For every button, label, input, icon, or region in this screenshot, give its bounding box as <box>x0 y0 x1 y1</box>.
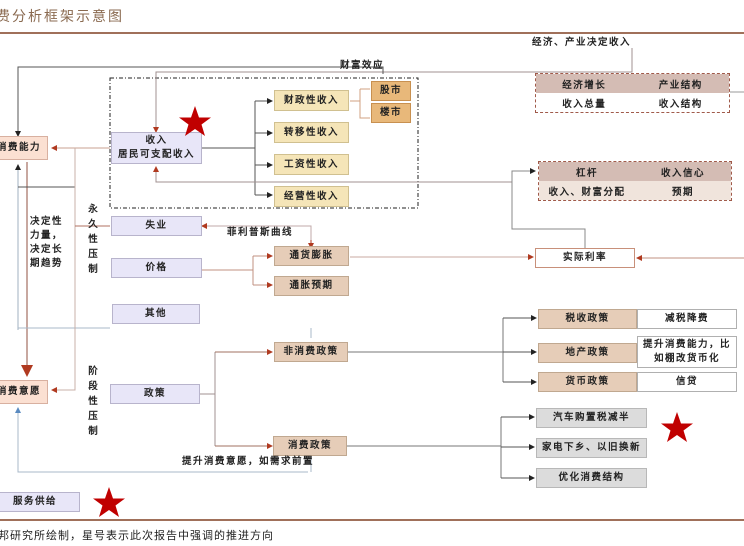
cell-economic-growth: 经济增长 <box>562 79 607 91</box>
node-unemployment: 失业 <box>111 216 202 236</box>
page-title: 费分析框架示意图 <box>0 9 124 25</box>
label-decisive-force: 决定性 力量， 决定长 期趋势 <box>30 215 70 271</box>
label-wealth-effect: 财富效应 <box>340 60 385 71</box>
node-other: 其他 <box>112 304 200 324</box>
node-transfer-income: 转移性收入 <box>274 122 349 143</box>
star-icon <box>179 106 211 136</box>
node-tax-cut: 减税降费 <box>637 309 737 329</box>
node-tax-policy: 税收政策 <box>538 309 637 329</box>
node-consumption-policy: 消费政策 <box>273 436 347 456</box>
cell-income-confidence: 收入信心 <box>660 167 705 179</box>
shantytown-line2: 如棚改货币化 <box>653 353 720 364</box>
bottom-rule <box>0 519 744 521</box>
line-top-ability <box>15 66 384 137</box>
node-car-tax: 汽车购置税减半 <box>536 408 647 428</box>
decisive-line: 期趋势 <box>30 258 64 269</box>
income-line1: 收入 <box>145 135 168 146</box>
table-leverage: 杠杆 收入信心 收入、财富分配 预期 <box>538 161 732 201</box>
label-economy-determines-income: 经济、产业决定收入 <box>532 37 632 48</box>
label-phillips-curve: 菲利普斯曲线 <box>227 227 294 238</box>
label-boost-willingness: 提升消费意愿，如需求前置 <box>182 456 315 467</box>
node-policy: 政策 <box>110 384 200 404</box>
cell-expectation: 预期 <box>671 186 694 198</box>
cell-income-structure: 收入结构 <box>658 98 703 110</box>
table-economy: 经济增长 产业结构 收入总量 收入结构 <box>535 73 730 113</box>
node-optimize-structure: 优化消费结构 <box>536 468 647 488</box>
decisive-line: 力量， <box>30 230 64 241</box>
node-business-income: 经营性收入 <box>274 186 349 207</box>
star-icon <box>93 487 125 517</box>
node-inflation: 通货膨胀 <box>274 246 349 266</box>
node-fiscal-income: 财政性收入 <box>274 90 349 111</box>
node-service-supply: 服务供给 <box>0 492 80 512</box>
vchar: 段 <box>88 381 98 392</box>
node-credit: 信贷 <box>637 372 737 392</box>
node-consumption-willingness: 消费意愿 <box>0 380 48 404</box>
node-wage-income: 工资性收入 <box>274 154 349 175</box>
cell-income-total: 收入总量 <box>562 98 607 110</box>
vchar: 制 <box>88 264 98 275</box>
node-stock-market: 股市 <box>371 81 411 101</box>
top-rule <box>0 32 744 34</box>
node-shantytown: 提升消费能力，比 如棚改货币化 <box>637 336 737 368</box>
footnote: 邦研究所绘制，星号表示此次报告中强调的推进方向 <box>0 529 274 542</box>
star-icon <box>661 412 693 442</box>
decisive-line: 决定长 <box>30 244 64 255</box>
node-real-interest-rate: 实际利率 <box>535 248 635 268</box>
shantytown-line1: 提升消费能力，比 <box>642 339 731 350</box>
node-consumption-ability: 消费能力 <box>0 136 48 160</box>
cell-leverage: 杠杆 <box>575 167 598 179</box>
vchar: 永 <box>88 204 98 215</box>
node-inflation-expectation: 通胀预期 <box>274 276 349 296</box>
node-non-consumption-policy: 非消费政策 <box>274 342 348 362</box>
cell-income-wealth-distribution: 收入、财富分配 <box>548 186 626 198</box>
node-appliances: 家电下乡、以旧换新 <box>536 438 647 458</box>
label-permanent-suppression: 永 久 性 压 制 <box>87 202 99 277</box>
node-property-market: 楼市 <box>371 103 411 123</box>
income-line2: 居民可支配收入 <box>117 149 195 160</box>
node-real-estate-policy: 地产政策 <box>538 343 637 363</box>
cell-industrial-structure: 产业结构 <box>658 79 703 91</box>
vchar: 压 <box>88 411 98 422</box>
node-price: 价格 <box>111 258 202 278</box>
wealth-effect-region <box>109 77 419 209</box>
node-income: 收入 居民可支配收入 <box>111 132 202 164</box>
node-monetary-policy: 货币政策 <box>538 372 637 392</box>
vchar: 久 <box>88 219 98 230</box>
vchar: 性 <box>88 234 98 245</box>
vchar: 压 <box>88 249 98 260</box>
label-stage-suppression: 阶 段 性 压 制 <box>87 364 99 439</box>
vchar: 阶 <box>88 366 98 377</box>
vchar: 性 <box>88 396 98 407</box>
decisive-line: 决定性 <box>30 216 64 227</box>
line-economy-income <box>153 48 633 133</box>
vchar: 制 <box>88 426 98 437</box>
